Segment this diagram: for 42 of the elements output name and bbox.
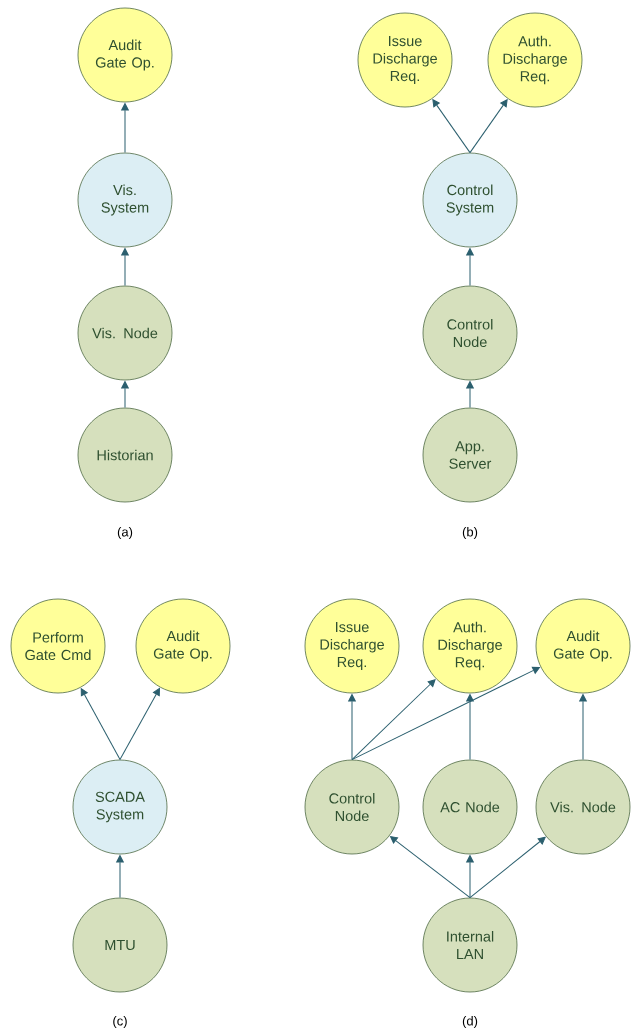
arrow	[579, 694, 587, 761]
circle-node: Issue Discharge Req.	[357, 12, 453, 108]
arrow	[432, 99, 471, 154]
circle-node: Control System	[422, 152, 518, 248]
circle-node: Historian	[77, 407, 173, 503]
panel-label: (a)	[117, 526, 133, 540]
circle-node: Control Node	[304, 759, 400, 855]
arrow	[390, 836, 471, 899]
circle-node: Audit Gate Op.	[535, 598, 631, 694]
circle-node: Audit Gate Op.	[135, 598, 231, 694]
circle-node: Issue Discharge Req.	[304, 598, 400, 694]
arrow	[469, 836, 546, 899]
circle-node: Vis. Node	[535, 759, 631, 855]
circle-node: Control Node	[422, 285, 518, 381]
arrow	[116, 855, 124, 899]
panel-label: (d)	[462, 1015, 478, 1029]
panel-label: (b)	[462, 526, 478, 540]
circle-node: Internal LAN	[422, 897, 518, 993]
arrow	[466, 694, 474, 761]
circle-node: Auth. Discharge Req.	[422, 598, 518, 694]
circle-node: Auth. Discharge Req.	[487, 12, 583, 108]
arrow	[80, 688, 121, 761]
arrow	[351, 679, 436, 761]
circle-node: SCADA System	[72, 759, 168, 855]
arrow	[121, 381, 129, 409]
circle-node: MTU	[72, 897, 168, 993]
circle-node: Perform Gate Cmd	[10, 598, 106, 694]
arrow	[466, 248, 474, 287]
circle-node: App. Server	[422, 407, 518, 503]
circle-node: Vis. Node	[77, 285, 173, 381]
arrow	[466, 855, 474, 899]
circle-node: Vis. System	[77, 152, 173, 248]
arrow	[469, 99, 508, 154]
arrow	[466, 381, 474, 409]
arrow	[351, 666, 540, 761]
arrow	[119, 687, 160, 761]
arrow	[348, 694, 356, 761]
circle-node: AC Node	[422, 759, 518, 855]
circle-node: Audit Gate Op.	[77, 7, 173, 103]
arrow	[121, 103, 129, 154]
panel-label: (c)	[113, 1015, 127, 1029]
arrow	[121, 248, 129, 287]
